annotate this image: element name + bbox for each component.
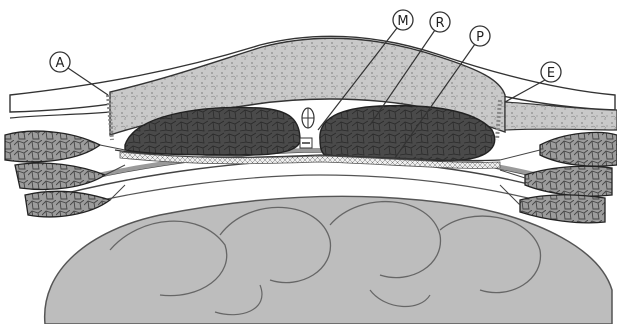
label-P: P <box>476 30 484 45</box>
midline-suture <box>300 108 314 148</box>
lateral-muscles-right <box>500 132 617 222</box>
label-A: A <box>56 56 65 71</box>
lateral-muscles-left <box>5 131 125 217</box>
label-R: R <box>435 16 444 31</box>
label-E: E <box>547 66 555 81</box>
viscera <box>45 196 612 324</box>
label-M: M <box>397 14 408 29</box>
